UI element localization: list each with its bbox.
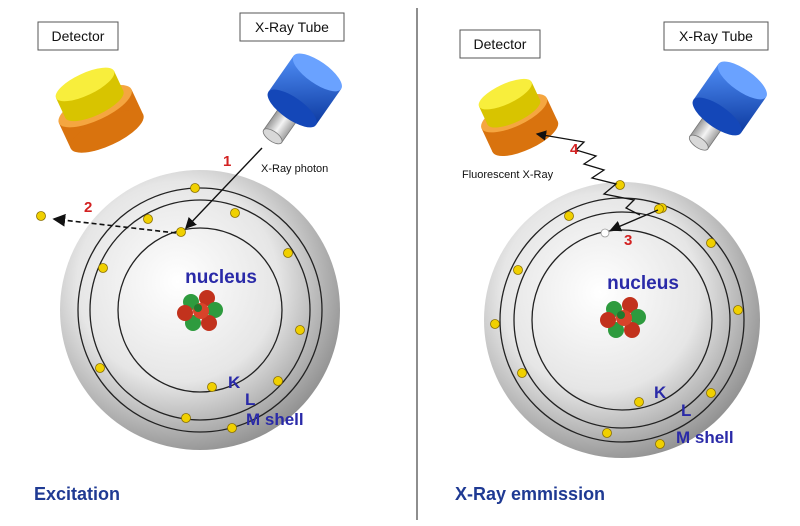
step-3-number: 3 bbox=[624, 232, 632, 249]
electrons bbox=[95, 183, 305, 433]
photon-label: X-Ray photon bbox=[261, 163, 328, 175]
atom-excitation: nucleus K L M shell bbox=[60, 170, 340, 450]
tube-label: X-Ray Tube bbox=[255, 19, 329, 35]
vacancy bbox=[600, 228, 610, 238]
m-shell-orbit bbox=[77, 187, 323, 433]
tube-label-right: X-Ray Tube bbox=[679, 28, 753, 44]
l-shell-orbit bbox=[89, 199, 311, 421]
fluorescent-xray-arrow bbox=[535, 130, 641, 216]
electrons-right bbox=[490, 180, 743, 449]
shell-l-label-right: L bbox=[681, 401, 691, 420]
shell-k-label: K bbox=[228, 373, 241, 392]
k-shell-orbit bbox=[117, 227, 283, 393]
tube-label-box: X-Ray Tube bbox=[239, 12, 345, 42]
detector-label-box-right: Detector bbox=[459, 29, 541, 59]
detector-label-box: Detector bbox=[37, 21, 119, 51]
ejected-electron-arrow bbox=[52, 213, 177, 234]
shell-m-label: M shell bbox=[246, 410, 304, 429]
shell-l-label: L bbox=[245, 390, 255, 409]
nucleus-icon bbox=[177, 290, 223, 331]
step-1-number: 1 bbox=[223, 153, 231, 170]
atom-emission: nucleus K L M shell bbox=[484, 180, 760, 458]
l-shell-orbit-right bbox=[513, 211, 731, 429]
detector-label-right: Detector bbox=[474, 36, 527, 52]
tube-label-box-right: X-Ray Tube bbox=[663, 21, 769, 51]
step-2-number: 2 bbox=[84, 199, 92, 216]
xray-tube-icon-right bbox=[688, 61, 767, 151]
nucleus-label-right: nucleus bbox=[607, 273, 679, 294]
nucleus-label: nucleus bbox=[185, 267, 257, 288]
transition-arrow bbox=[609, 209, 659, 232]
emission-panel: Detector X-Ray Tube bbox=[455, 21, 769, 504]
shell-k-label-right: K bbox=[654, 383, 667, 402]
incoming-photon-arrow bbox=[185, 147, 263, 230]
emission-caption: X-Ray emmission bbox=[455, 484, 605, 504]
detector-label: Detector bbox=[52, 28, 105, 44]
step-4-number: 4 bbox=[570, 141, 579, 158]
fluorescent-label: Fluorescent X-Ray bbox=[462, 169, 554, 181]
detector-icon bbox=[55, 67, 144, 153]
excitation-panel: Detector X-Ray Tube bbox=[34, 12, 345, 504]
detector-icon-right bbox=[478, 78, 559, 156]
ejected-electron bbox=[36, 211, 46, 221]
shell-m-label-right: M shell bbox=[676, 428, 734, 447]
nucleus-icon-right bbox=[600, 297, 646, 338]
excited-electron bbox=[176, 227, 186, 237]
excitation-caption: Excitation bbox=[34, 484, 120, 504]
xray-tube-icon bbox=[262, 53, 342, 145]
